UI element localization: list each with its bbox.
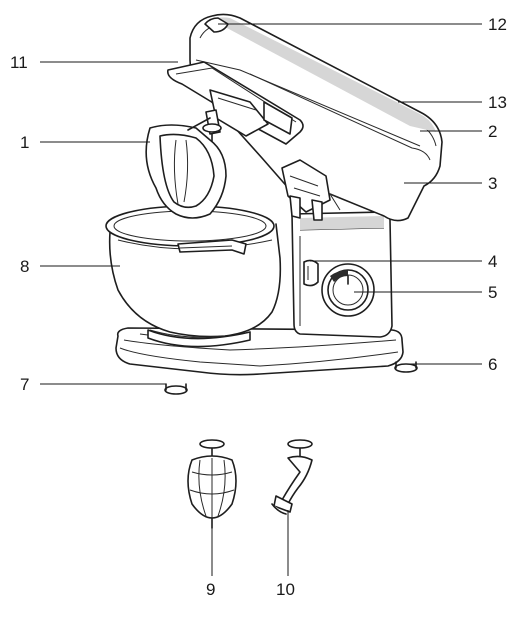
callout-1: 1 — [20, 133, 29, 152]
suction-feet — [164, 361, 418, 395]
callout-9: 9 — [206, 580, 215, 599]
callout-numbers: 11 1 8 7 12 13 2 3 4 5 6 9 10 — [10, 15, 507, 599]
callout-4: 4 — [488, 252, 497, 271]
callout-5: 5 — [488, 283, 497, 302]
callout-13: 13 — [488, 93, 507, 112]
callout-11: 11 — [10, 53, 28, 72]
dough-hook — [271, 439, 313, 515]
tilt-release-button — [303, 259, 319, 287]
motor-head — [189, 13, 443, 222]
mixing-bowl — [105, 205, 282, 348]
callout-6: 6 — [488, 355, 497, 374]
callout-2: 2 — [488, 122, 497, 141]
flat-beater — [145, 117, 227, 219]
callout-12: 12 — [488, 15, 507, 34]
callout-3: 3 — [488, 174, 497, 193]
callout-8: 8 — [20, 257, 29, 276]
balloon-whisk — [187, 439, 237, 529]
callout-leaders — [40, 23, 482, 576]
callout-10: 10 — [276, 580, 295, 599]
splash-guard — [166, 61, 304, 145]
speed-control-knob — [321, 263, 375, 317]
attachment-shaft — [202, 109, 222, 143]
callout-7: 7 — [20, 375, 29, 394]
